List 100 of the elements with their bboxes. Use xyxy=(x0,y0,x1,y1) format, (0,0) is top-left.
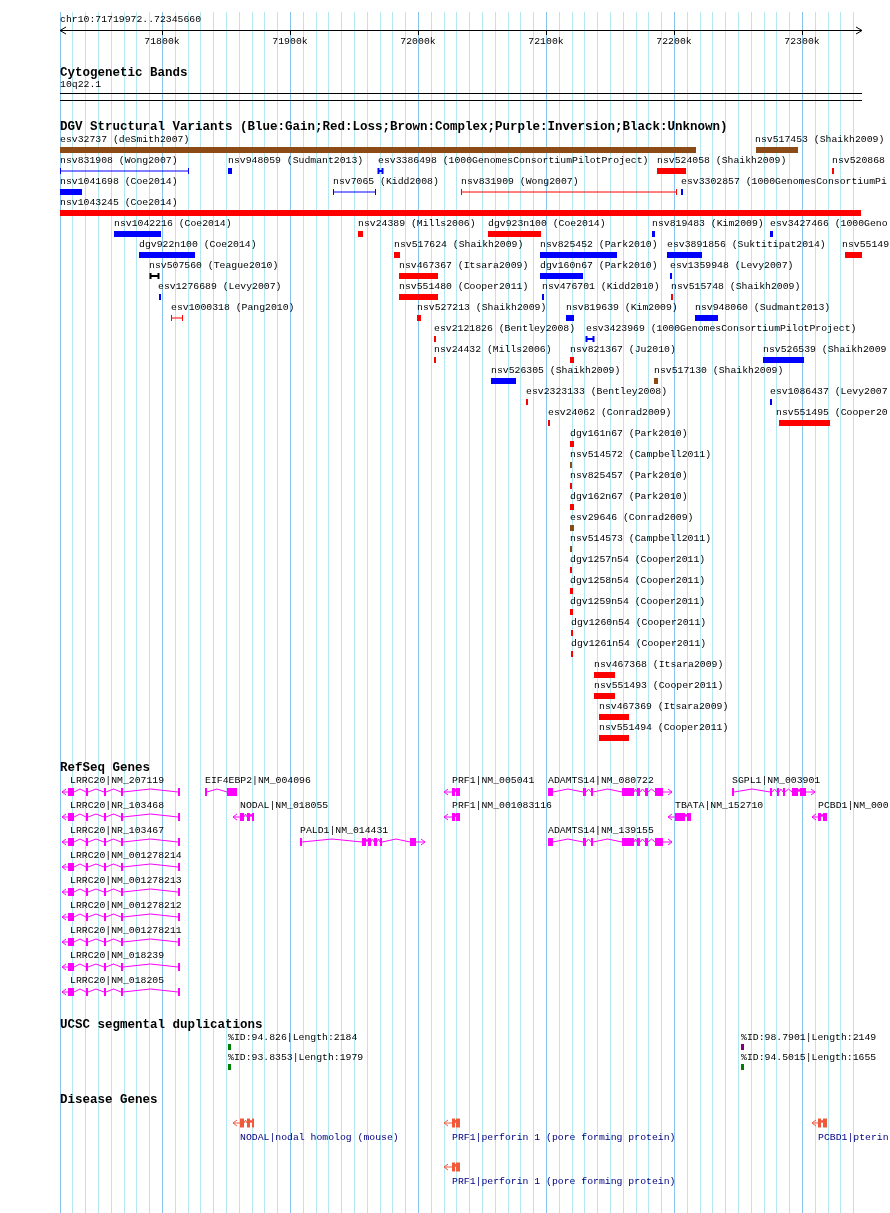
variant-label: dgv1257n54 (Cooper2011) xyxy=(570,554,706,566)
variant-label: dgv161n67 (Park2010) xyxy=(570,428,688,440)
disease-gene-label: NODAL|nodal homolog (mouse) xyxy=(240,1132,399,1144)
variant-label: esv3302857 (1000GenomesConsortiumPi xyxy=(681,176,887,188)
gene-label: LRRC20|NM_001278214 xyxy=(70,850,182,862)
gene-label: LRRC20|NR_103467 xyxy=(70,825,165,837)
gene-label: LRRC20|NM_018205 xyxy=(70,975,165,987)
tick-label: 72100k xyxy=(528,36,564,48)
variant-label: nsv825457 (Park2010) xyxy=(570,470,688,482)
disease-gene-label: PRF1|perforin 1 (pore forming protein) xyxy=(452,1176,676,1188)
variant-label: nsv517624 (Shaikh2009) xyxy=(394,239,524,251)
tick-label: 72200k xyxy=(656,36,692,48)
variant-label: esv32737 (deSmith2007) xyxy=(60,134,190,146)
gene-label: PCBD1|NM_000 xyxy=(818,800,889,812)
variant-label: dgv1258n54 (Cooper2011) xyxy=(570,575,706,587)
variant-label: esv1000318 (Pang2010) xyxy=(171,302,295,314)
duplication-label: %ID:94.5015|Length:1655 xyxy=(741,1052,877,1064)
variant-label: esv1276689 (Levy2007) xyxy=(158,281,282,293)
duplication-label: %ID:93.8353|Length:1979 xyxy=(228,1052,364,1064)
gene-label: PRF1|NM_001083116 xyxy=(452,800,552,812)
gene-label: SGPL1|NM_003901 xyxy=(732,775,821,787)
variant-label: esv24062 (Conrad2009) xyxy=(548,407,672,419)
variant-label: dgv1259n54 (Cooper2011) xyxy=(570,596,706,608)
gene-label: LRRC20|NR_103468 xyxy=(70,800,165,812)
variant-label: esv3891856 (Suktitipat2014) xyxy=(667,239,826,251)
variant-label: nsv520868 xyxy=(832,155,885,167)
variant-label: dgv1261n54 (Cooper2011) xyxy=(571,638,707,650)
variant-label: nsv514572 (Campbell2011) xyxy=(570,449,712,461)
variant-label: nsv524058 (Shaikh2009) xyxy=(657,155,787,167)
gene-label: NODAL|NM_018055 xyxy=(240,800,329,812)
variant-label: nsv526305 (Shaikh2009) xyxy=(491,365,621,377)
variant-label: dgv923n100 (Coe2014) xyxy=(488,218,606,230)
variant-label: nsv526539 (Shaikh2009 xyxy=(763,344,887,356)
region-label: 10q22.1 xyxy=(60,79,102,91)
variant-label: nsv517453 (Shaikh2009) xyxy=(755,134,885,146)
variant-label: nsv1041698 (Coe2014) xyxy=(60,176,178,188)
disease-gene-label: PCBD1|pterin xyxy=(818,1132,889,1144)
variant-label: dgv160n67 (Park2010) xyxy=(540,260,658,272)
variant-label: nsv831909 (Wong2007) xyxy=(461,176,579,188)
variant-label: nsv467369 (Itsara2009) xyxy=(599,701,729,713)
variant-label: nsv831908 (Wong2007) xyxy=(60,155,178,167)
variant-label: nsv515748 (Shaikh2009) xyxy=(671,281,801,293)
gene-label: LRRC20|NM_018239 xyxy=(70,950,165,962)
variant-label: nsv551480 (Cooper2011) xyxy=(399,281,529,293)
track-heading: UCSC segmental duplications xyxy=(60,1019,263,1031)
variant-label: dgv922n100 (Coe2014) xyxy=(139,239,257,251)
variant-label: nsv819639 (Kim2009) xyxy=(566,302,678,314)
variant-label: esv2323133 (Bentley2008) xyxy=(526,386,668,398)
variant-label: dgv1260n54 (Cooper2011) xyxy=(571,617,707,629)
variant-label: esv2121826 (Bentley2008) xyxy=(434,323,576,335)
gene-label: PRF1|NM_005041 xyxy=(452,775,535,787)
variant-label: esv1359948 (Levy2007) xyxy=(670,260,794,272)
variant-label: nsv7065 (Kidd2008) xyxy=(333,176,439,188)
gene-label: ADAMTS14|NM_139155 xyxy=(548,825,654,837)
track-heading: DGV Structural Variants (Blue:Gain;Red:Loss;Brown:Complex;Purple:Inversion;Black:Unknown) xyxy=(60,121,728,133)
variant-label: nsv551494 (Cooper2011) xyxy=(599,722,729,734)
variant-label: nsv24389 (Mills2006) xyxy=(358,218,476,230)
variant-label: nsv825452 (Park2010) xyxy=(540,239,658,251)
variant-label: esv1086437 (Levy2007 xyxy=(770,386,888,398)
variant-label: nsv476701 (Kidd2010) xyxy=(542,281,660,293)
variant-label: esv3427466 (1000Geno xyxy=(770,218,888,230)
variant-label: nsv551493 (Cooper2011) xyxy=(594,680,724,692)
variant-label: dgv162n67 (Park2010) xyxy=(570,491,688,503)
variant-label: nsv467368 (Itsara2009) xyxy=(594,659,724,671)
variant-label: nsv55149 xyxy=(842,239,890,251)
tick-label: 72000k xyxy=(400,36,436,48)
region-label: chr10:71719972..72345660 xyxy=(60,14,202,26)
variant-label: nsv527213 (Shaikh2009) xyxy=(417,302,547,314)
variant-label: esv3386498 (1000GenomesConsortiumPilotProject) xyxy=(378,155,649,167)
duplication-label: %ID:98.7901|Length:2149 xyxy=(741,1032,877,1044)
gene-label: LRRC20|NM_001278211 xyxy=(70,925,182,937)
variant-label: nsv517130 (Shaikh2009) xyxy=(654,365,784,377)
variant-label: nsv507560 (Teague2010) xyxy=(149,260,279,272)
tick-label: 71800k xyxy=(144,36,180,48)
variant-label: nsv948059 (Sudmant2013) xyxy=(228,155,364,167)
variant-label: nsv821367 (Ju2010) xyxy=(570,344,676,356)
variant-label: nsv1043245 (Coe2014) xyxy=(60,197,178,209)
gene-label: LRRC20|NM_001278213 xyxy=(70,875,182,887)
variant-label: esv29646 (Conrad2009) xyxy=(570,512,694,524)
gene-label: TBATA|NM_152710 xyxy=(675,800,764,812)
variant-label: nsv948060 (Sudmant2013) xyxy=(695,302,831,314)
variant-label: nsv551495 (Cooper20 xyxy=(776,407,888,419)
track-heading: RefSeq Genes xyxy=(60,762,150,774)
disease-gene-label: PRF1|perforin 1 (pore forming protein) xyxy=(452,1132,676,1144)
track-heading: Cytogenetic Bands xyxy=(60,67,188,79)
gene-label: EIF4EBP2|NM_004096 xyxy=(205,775,311,787)
variant-label: nsv24432 (Mills2006) xyxy=(434,344,552,356)
variant-label: nsv467367 (Itsara2009) xyxy=(399,260,529,272)
gene-label: LRRC20|NM_207119 xyxy=(70,775,165,787)
variant-label: nsv514573 (Campbell2011) xyxy=(570,533,712,545)
duplication-label: %ID:94.826|Length:2184 xyxy=(228,1032,358,1044)
variant-label: nsv1042216 (Coe2014) xyxy=(114,218,232,230)
tick-label: 72300k xyxy=(784,36,820,48)
tick-label: 71900k xyxy=(272,36,308,48)
gene-label: LRRC20|NM_001278212 xyxy=(70,900,182,912)
gene-label: PALD1|NM_014431 xyxy=(300,825,389,837)
gene-label: ADAMTS14|NM_080722 xyxy=(548,775,654,787)
variant-label: esv3423969 (1000GenomesConsortiumPilotProject) xyxy=(586,323,857,335)
variant-label: nsv819483 (Kim2009) xyxy=(652,218,764,230)
track-heading: Disease Genes xyxy=(60,1094,158,1106)
